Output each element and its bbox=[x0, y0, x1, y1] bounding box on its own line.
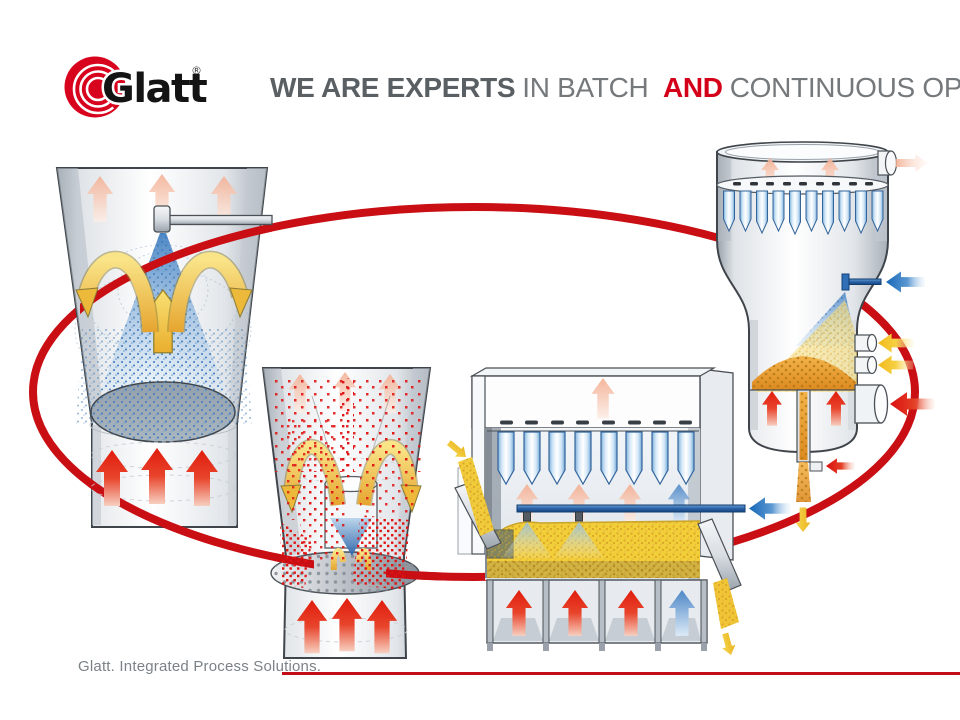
filter-cartridges bbox=[497, 431, 695, 486]
powder-inlet-arrow bbox=[444, 437, 471, 463]
filter-cartridges bbox=[723, 190, 884, 236]
spray-pipe bbox=[848, 278, 882, 285]
glatt-logo: Glatt ® bbox=[64, 56, 212, 118]
granule-outlet-arrow bbox=[718, 631, 738, 657]
spray-nozzle-icon bbox=[153, 205, 171, 233]
outlet-chute bbox=[697, 518, 742, 592]
footer-rule bbox=[282, 672, 960, 675]
spray-nozzle-icon bbox=[841, 273, 850, 291]
filter-plate-slots bbox=[733, 182, 873, 186]
legs bbox=[487, 643, 707, 651]
top-spray-granulator bbox=[55, 167, 273, 577]
spray-cone bbox=[502, 522, 552, 558]
footer-tagline: Glatt. Integrated Process Solutions. bbox=[78, 658, 322, 675]
logo-wordmark: Glatt bbox=[102, 66, 208, 112]
vertical-continuous-granulator bbox=[716, 141, 935, 532]
horizontal-continuous-fluid-bed bbox=[444, 367, 791, 657]
particle-dots bbox=[272, 376, 424, 590]
logo-swirl-icon bbox=[72, 63, 124, 115]
circulation-arrows bbox=[75, 250, 253, 333]
liquid-feed-arrow bbox=[749, 497, 791, 520]
hood bbox=[471, 375, 701, 429]
exhaust-slots bbox=[500, 420, 692, 425]
air-seal-arrow bbox=[826, 458, 855, 474]
spray-cone bbox=[554, 522, 604, 558]
spray-pipe bbox=[516, 504, 746, 513]
title-emphasis-and: AND bbox=[662, 72, 723, 103]
title-regular-mid: IN BATCH bbox=[522, 72, 649, 103]
exhaust-air-arrow bbox=[895, 154, 928, 172]
title-emphasis-lead: WE ARE EXPERTS bbox=[270, 72, 516, 103]
wurster-coater bbox=[261, 367, 915, 659]
title-regular-tail: CONTINUOUS OPERATION bbox=[729, 72, 960, 103]
registered-mark: ® bbox=[191, 64, 202, 77]
liquid-feed-arrow bbox=[886, 271, 925, 293]
spray-pipe bbox=[167, 214, 273, 226]
discharge-stub bbox=[809, 461, 823, 472]
